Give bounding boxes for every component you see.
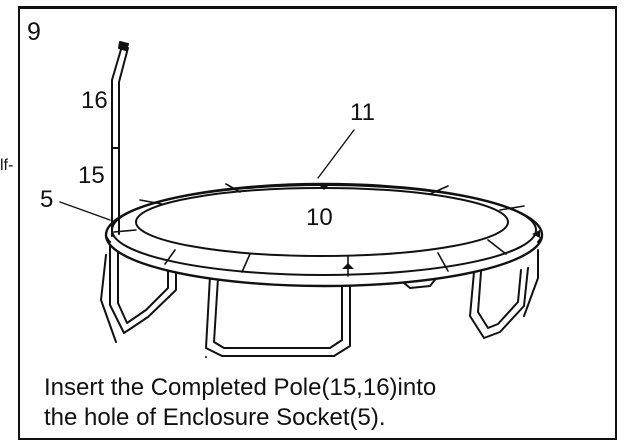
safety-pad — [104, 182, 544, 288]
callout-socket: 5 — [40, 186, 54, 213]
step-number: 9 — [27, 18, 41, 46]
leg-right — [469, 249, 539, 339]
step-frame — [18, 6, 617, 440]
enclosure-pole — [111, 41, 129, 237]
caption-line-1: Insert the Completed Pole(15,16)into — [44, 374, 437, 401]
instruction-caption: Insert the Completed Pole(15,16)into the… — [44, 373, 436, 433]
callout-upper-pole: 16 — [81, 87, 108, 114]
caption-line-2: the hole of Enclosure Socket(5). — [44, 404, 386, 431]
leader-lines — [59, 129, 355, 221]
callout-mat: 10 — [306, 204, 333, 231]
pad-seams — [113, 183, 525, 277]
leg-left — [100, 242, 177, 343]
callout-lower-pole: 15 — [78, 162, 105, 189]
stray-text: lf- — [0, 157, 14, 174]
callout-pad: 11 — [350, 99, 375, 126]
pad-markers — [318, 184, 540, 269]
leg-center — [205, 275, 351, 357]
